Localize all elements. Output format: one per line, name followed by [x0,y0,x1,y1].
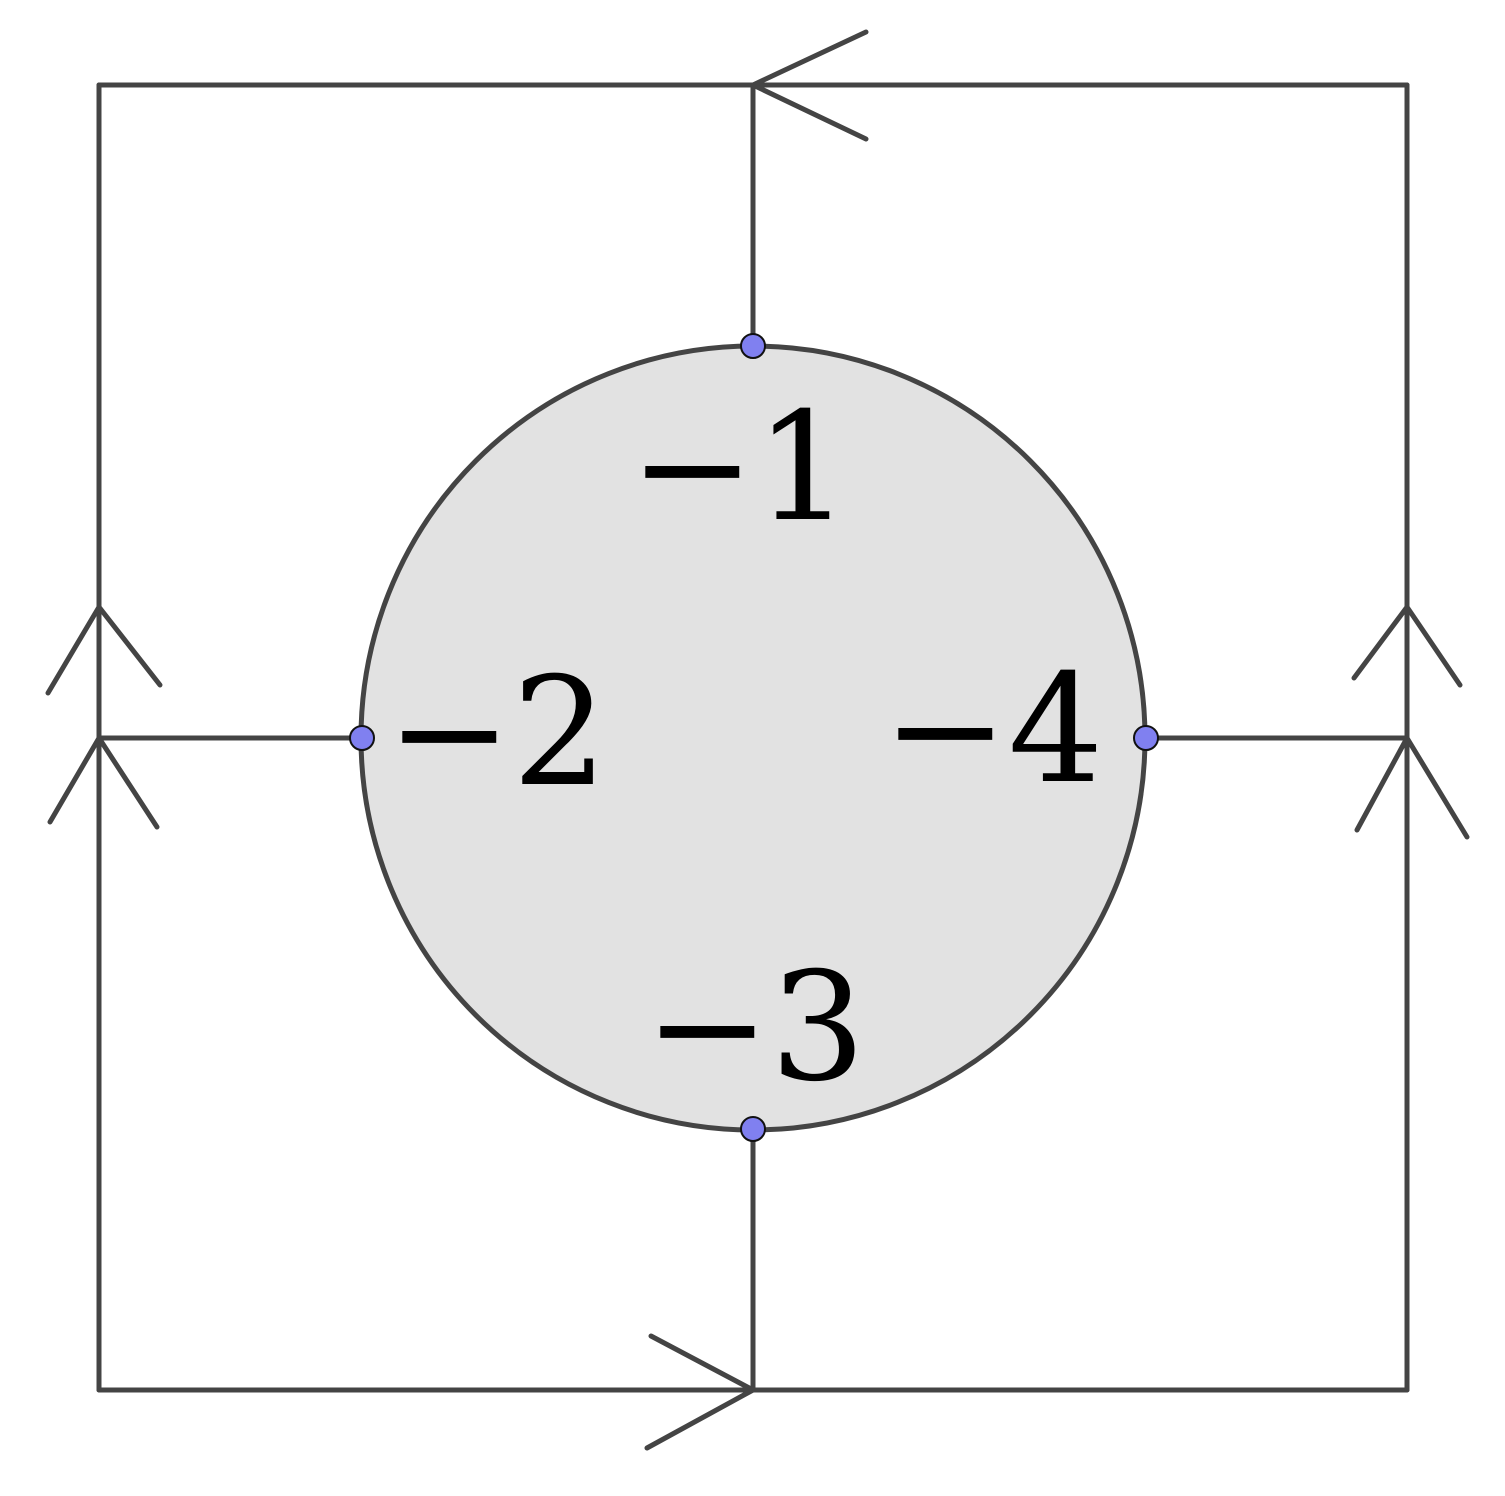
vertex-left [349,725,375,751]
vertex-top [740,333,766,359]
arrow-right-lower [1354,735,1470,840]
label-left: −2 [386,646,607,820]
vertex-right [1133,725,1159,751]
arrow-left-lower [47,735,160,830]
arrow-left-upper [45,604,163,696]
arrow-top-left-pointing [750,29,869,142]
label-bottom: −3 [644,941,865,1115]
arrow-bottom-right-pointing [644,1333,756,1451]
vertex-bottom [740,1116,766,1142]
arrow-right-upper [1351,604,1463,688]
label-right: −4 [882,643,1103,817]
label-top: −1 [629,381,850,555]
